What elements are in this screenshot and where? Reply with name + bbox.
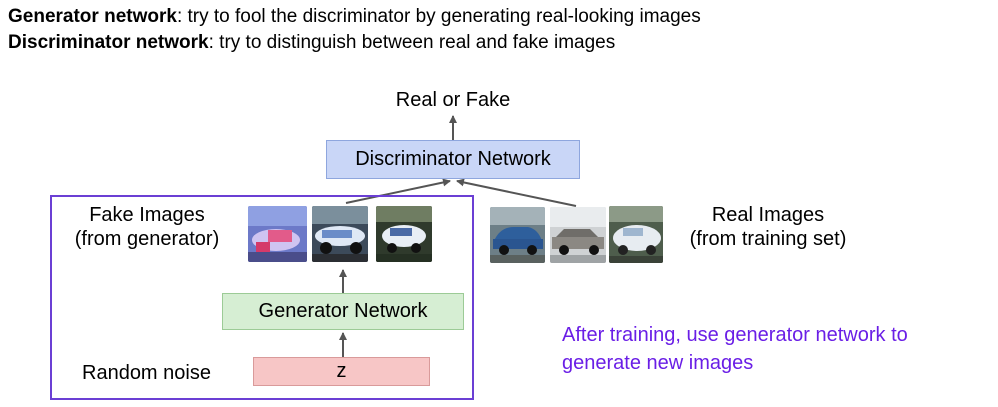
fake-images-label: Fake Images (from generator): [52, 203, 242, 251]
discriminator-term: Discriminator network: [8, 32, 209, 53]
discriminator-definition: : try to distinguish between real and fa…: [208, 32, 616, 53]
real-car-sedan: [550, 207, 606, 263]
real-car-blue: [490, 207, 545, 263]
real-images-title: Real Images: [711, 204, 825, 226]
generator-description: Generator network: try to fool the discr…: [8, 6, 701, 28]
after-training-note: After training, use generator network to…: [562, 321, 908, 377]
real-images-label: Real Images (from training set): [668, 203, 868, 251]
generator-network-label: Generator Network: [258, 300, 428, 322]
fake-images-source: (from generator): [74, 228, 220, 250]
real-car-white: [609, 206, 663, 263]
output-label: Real or Fake: [395, 89, 511, 111]
real-images-source: (from training set): [689, 228, 847, 250]
generator-network-box: Generator Network: [222, 293, 464, 330]
arrow-real-to-discriminator: [456, 178, 577, 207]
fake-images-title: Fake Images: [89, 204, 205, 226]
arrow-fake-to-discriminator: [345, 178, 451, 204]
fake-image-1: [248, 206, 307, 262]
noise-vector-box: z: [253, 357, 430, 386]
discriminator-network-label: Discriminator Network: [355, 148, 551, 170]
generator-region-frame: [50, 195, 474, 400]
after-training-line-2: generate new images: [562, 352, 754, 374]
generator-definition: : try to fool the discriminator by gener…: [176, 6, 701, 27]
fake-image-3: [376, 206, 432, 262]
random-noise-label: Random noise: [82, 362, 211, 384]
generator-term: Generator network: [8, 6, 177, 27]
after-training-line-1: After training, use generator network to: [562, 324, 908, 346]
fake-image-2: [312, 206, 368, 262]
noise-vector-label: z: [336, 360, 347, 382]
discriminator-description: Discriminator network: try to distinguis…: [8, 32, 615, 54]
discriminator-network-box: Discriminator Network: [326, 140, 580, 179]
